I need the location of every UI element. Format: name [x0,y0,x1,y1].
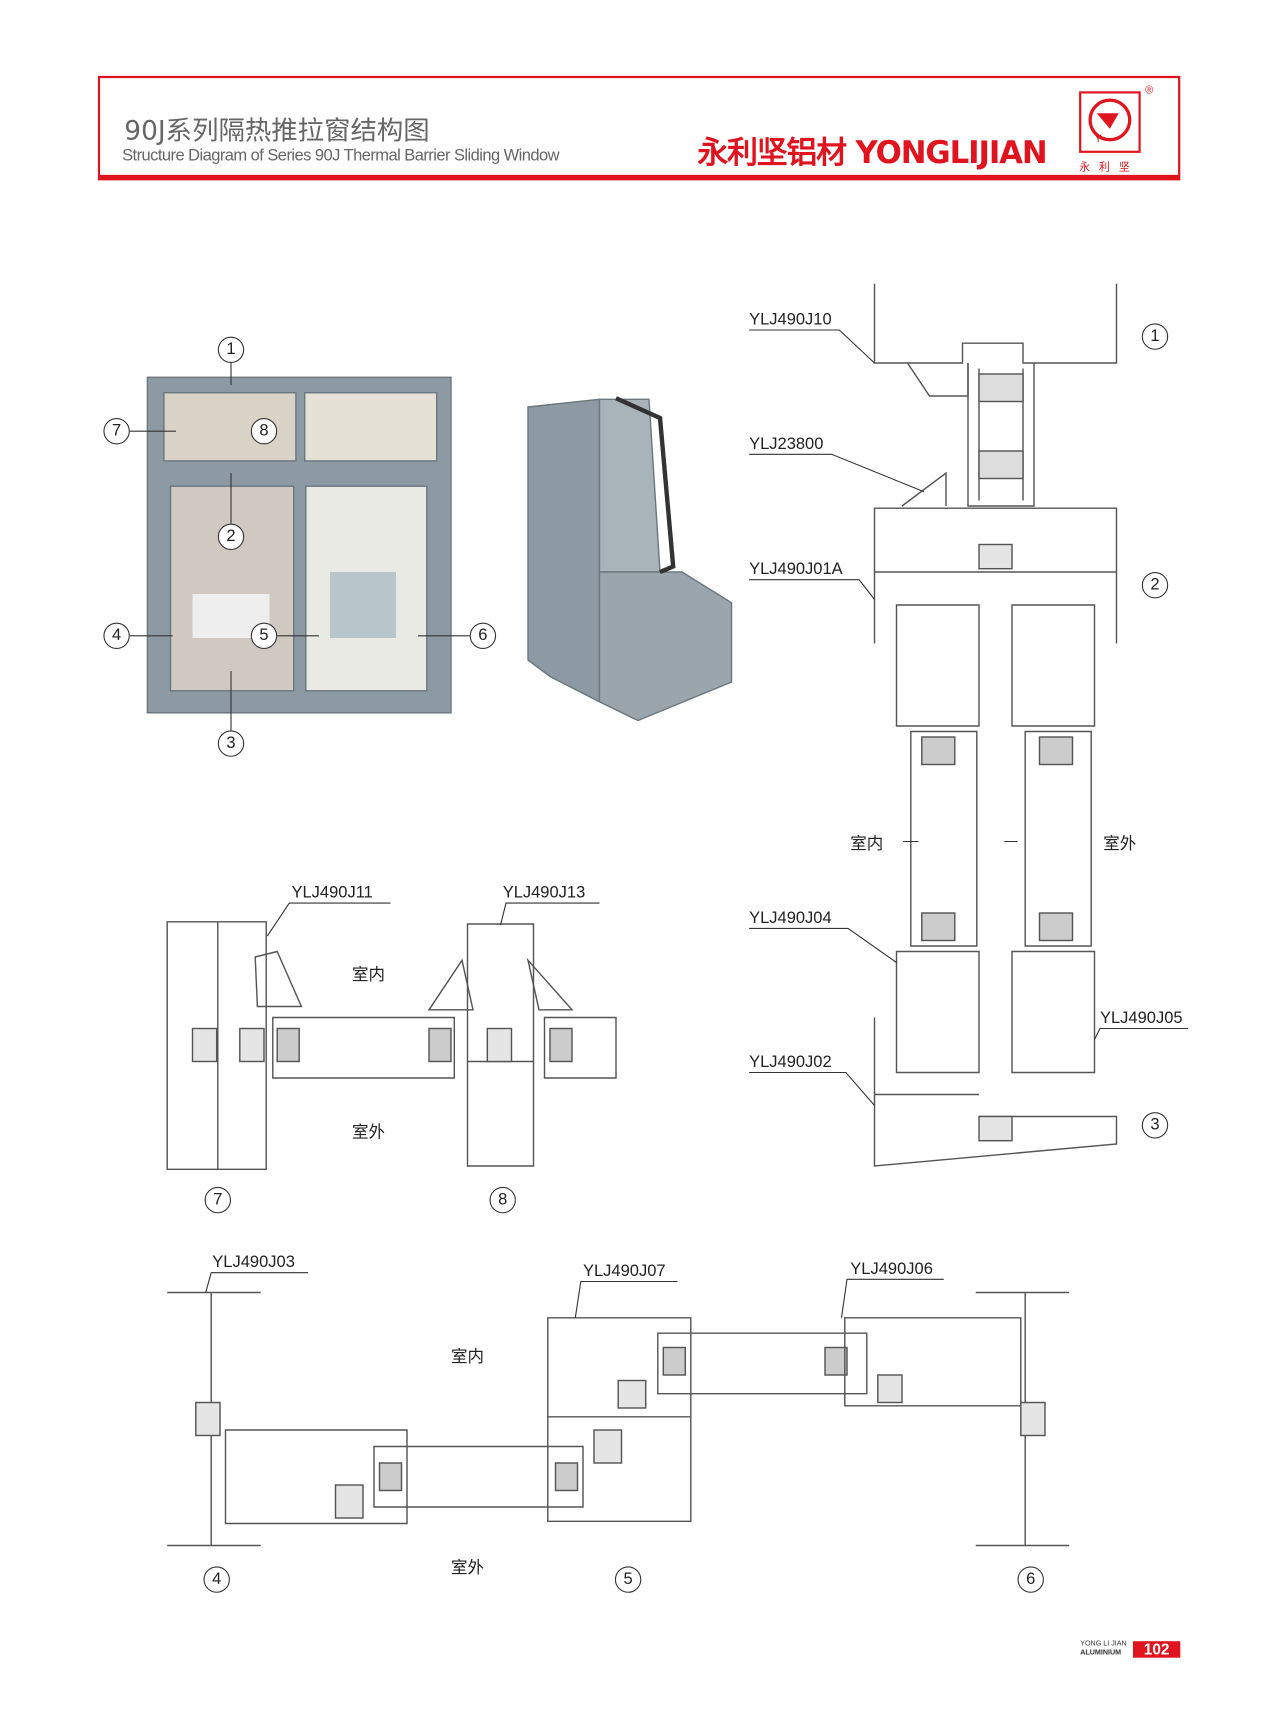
window-marker-3: 3 [217,730,245,757]
part-label-ylj490j03: YLJ490J03 [212,1252,295,1272]
indoor-label: 室内 [850,833,884,854]
title-chinese: 90J系列隔热推拉窗结构图 [124,115,430,147]
registered-mark: ® [1145,84,1154,97]
brand-logo-icon: Y [1079,91,1141,153]
window-marker-1: 1 [217,336,245,363]
part-label-ylj490j05: YLJ490J05 [1100,1008,1183,1028]
page-number: 102 [1133,1641,1181,1658]
header-banner: 90J系列隔热推拉窗结构图 Structure Diagram of Serie… [97,75,1181,181]
window-marker-7: 7 [103,418,130,445]
profile-3d-corner [527,396,733,722]
part-label-ylj490j06: YLJ490J06 [850,1259,933,1279]
footer-brand-line2: ALUMINIUM [1080,1648,1122,1657]
section-marker-6: 6 [1017,1566,1044,1593]
section-marker-7: 7 [204,1186,231,1214]
logo-caption: 永利坚 [1079,161,1139,174]
section-marker-2: 2 [1141,572,1169,599]
indoor-label: 室内 [451,1346,485,1367]
section-marker-3: 3 [1141,1112,1169,1139]
horizontal-section-4-5-6 [167,1291,1070,1547]
footer-brand-line1: YONG LI JIAN [1080,1640,1127,1648]
window-marker-8: 8 [250,418,278,445]
section-marker-4: 4 [203,1566,230,1593]
window-marker-5: 5 [250,622,278,649]
svg-text:Y: Y [1095,133,1103,145]
part-label-ylj490j11: YLJ490J11 [291,883,373,902]
footer-brand: YONG LI JIAN ALUMINIUM [1080,1640,1126,1658]
part-label-ylj490j01a: YLJ490J01A [749,559,843,579]
window-marker-4: 4 [103,622,130,649]
outdoor-label: 室外 [1103,833,1137,854]
part-label-ylj490j02: YLJ490J02 [749,1052,832,1072]
indoor-label: 室内 [352,964,386,985]
section-marker-8: 8 [489,1186,516,1214]
outdoor-label: 室外 [352,1122,386,1142]
part-label-ylj490j13: YLJ490J13 [502,883,586,902]
window-leader-lines [129,363,470,731]
window-elevation [146,376,452,714]
outdoor-label: 室外 [451,1557,485,1578]
part-label-ylj490j07: YLJ490J07 [583,1261,666,1281]
part-leader-lines [205,329,1189,1318]
vertical-section-drawing [873,283,1118,1167]
brand-name: 永利坚铝材 YONGLIJIAN [697,134,1047,171]
section-marker-5: 5 [614,1566,642,1593]
window-marker-6: 6 [469,622,497,649]
window-marker-2: 2 [217,523,245,550]
part-label-ylj23800: YLJ23800 [749,434,824,454]
horizontal-section-7-8 [166,921,617,1171]
part-label-ylj490j10: YLJ490J10 [749,310,832,329]
title-english: Structure Diagram of Series 90J Thermal … [122,146,560,165]
section-marker-1: 1 [1141,323,1169,350]
part-label-ylj490j04: YLJ490J04 [749,908,832,928]
